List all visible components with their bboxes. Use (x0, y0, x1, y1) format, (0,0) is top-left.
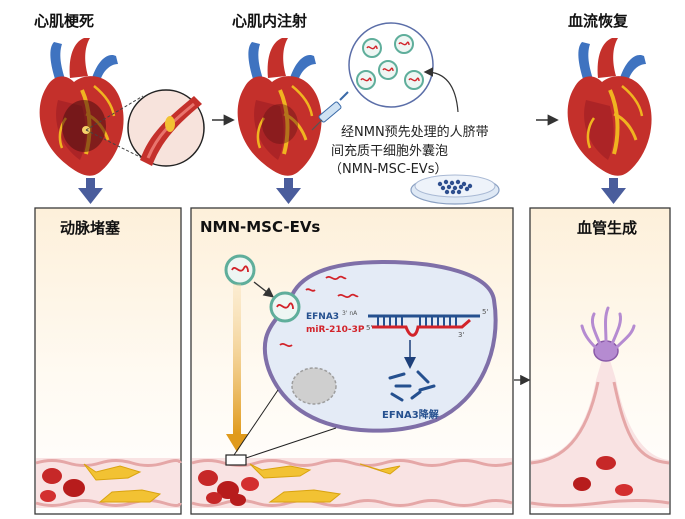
callout-line-2: 间充质干细胞外囊泡 (331, 143, 448, 159)
heart-infarct-icon (37, 36, 126, 178)
stage-title-recovery: 血流恢复 (568, 12, 629, 30)
heart-injection-icon (235, 36, 324, 178)
ev-fusing-icon (269, 291, 301, 323)
callout-line-3: （NMN-MSC-EVs） (329, 162, 447, 177)
arrow-ev-to-cell (253, 281, 275, 298)
panel-title-angiogenesis: 血管生成 (577, 219, 637, 237)
zoom-line-cell-left (231, 389, 279, 459)
down-arrow-right (601, 178, 626, 204)
blocked-vessel-icon (35, 458, 182, 508)
zoom-line-cell-right (245, 427, 337, 459)
mirna-strand (372, 318, 471, 337)
end-5-top: 5' (482, 308, 488, 316)
target-cell-icon (262, 259, 498, 433)
panel-title-blockage: 动脉堵塞 (60, 219, 121, 237)
stage-title-mi: 心肌梗死 (34, 12, 94, 30)
petri-dish-icon (410, 174, 500, 205)
down-arrow-left (78, 178, 103, 204)
ev-vesicle-icon (224, 254, 256, 286)
delivery-beam (233, 284, 241, 434)
heart-recovered-icon (565, 36, 654, 178)
end-3-bottom: 3' (458, 331, 464, 339)
degraded-mrna-fragments-icon (388, 370, 436, 402)
cell-nucleus-icon (291, 367, 337, 405)
angiogenesis-sprout-icon (530, 306, 670, 508)
treated-vessel-icon (191, 454, 513, 508)
syringe-icon (311, 91, 349, 131)
panel-title-evs: NMN-MSC-EVs (200, 218, 320, 236)
zoom-line-top (85, 95, 144, 131)
delivery-arrow-head (226, 434, 248, 452)
occluded-vessel-zoom-icon (127, 89, 205, 167)
duplex-base-pairs (377, 316, 457, 326)
arrow-dish-to-evs (423, 67, 459, 113)
released-mirna-icons (279, 275, 359, 348)
mir-label: miR-210-3P (306, 325, 365, 335)
mrna-tag: 3' nA (342, 310, 358, 317)
ev-cluster-icon (348, 22, 434, 108)
end-5-bottom: 5' (366, 324, 372, 332)
zoom-line-bottom (85, 129, 147, 161)
callout-line-1: 经NMN预先处理的人脐带 (341, 124, 489, 140)
efna3-label: EFNA3 (306, 312, 339, 322)
down-arrow-middle (276, 178, 301, 204)
degradation-label: EFNA3降解 (382, 408, 439, 421)
stage-title-injection: 心肌内注射 (232, 12, 307, 30)
